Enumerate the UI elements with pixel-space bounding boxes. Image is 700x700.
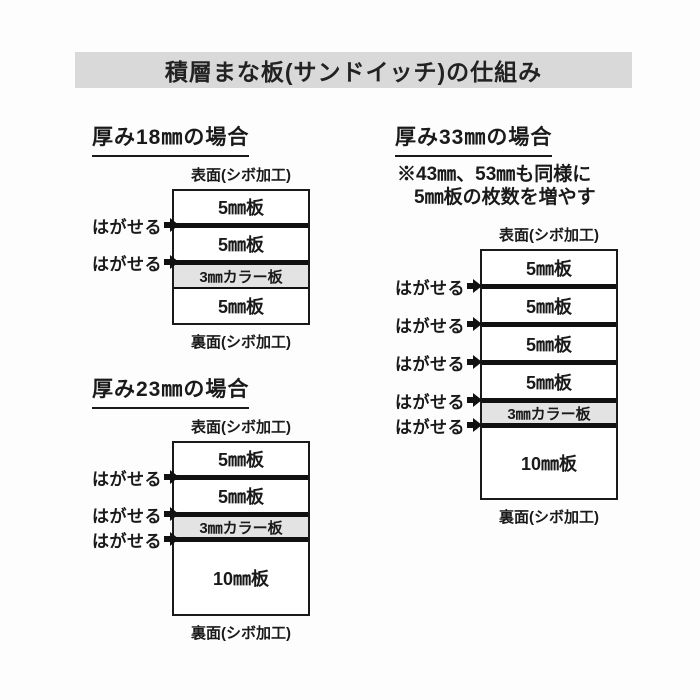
peel-label: はがせる — [395, 278, 465, 298]
peel-label: はがせる — [395, 354, 465, 374]
right-arrow-icon — [164, 532, 179, 546]
layer-board: 5㎜板 — [174, 480, 308, 512]
peel-arrow: はがせる — [92, 466, 179, 489]
layer-color-board: 3㎜カラー板 — [174, 517, 308, 537]
right-arrow-icon — [164, 470, 179, 484]
peel-label: はがせる — [92, 531, 162, 551]
right-arrow-icon — [164, 218, 179, 232]
layer-board: 10㎜板 — [482, 428, 616, 498]
peel-label: はがせる — [92, 506, 162, 526]
heading-33mm: 厚み33㎜の場合 — [395, 121, 553, 157]
peel-arrow: はがせる — [92, 503, 179, 526]
right-arrow-icon — [467, 393, 482, 407]
peel-label: はがせる — [92, 217, 162, 237]
layer-color-board: 3㎜カラー板 — [482, 403, 616, 423]
back-surface-label: 裏面(シボ加工) — [191, 625, 291, 642]
diagram-18mm: 表面(シボ加工) 5㎜板 5㎜板 3㎜カラー板 5㎜板 裏面(シボ加工) はがせ… — [92, 164, 322, 353]
right-arrow-icon — [467, 317, 482, 331]
front-surface-label: 表面(シボ加工) — [191, 419, 291, 436]
peel-divider — [482, 322, 616, 327]
layer-board: 5㎜板 — [482, 251, 616, 284]
layer-board: 5㎜板 — [174, 228, 308, 260]
board-stack-18mm: 5㎜板 5㎜板 3㎜カラー板 5㎜板 — [172, 189, 310, 325]
layer-board: 5㎜板 — [482, 327, 616, 360]
back-surface-label: 裏面(シボ加工) — [191, 334, 291, 351]
peel-label: はがせる — [395, 417, 465, 437]
heading-18mm: 厚み18㎜の場合 — [92, 121, 250, 157]
peel-label: はがせる — [92, 254, 162, 274]
peel-divider — [174, 223, 308, 228]
layer-board: 5㎜板 — [174, 289, 308, 323]
note-33mm: ※43㎜、53㎜も同様に 5㎜板の枚数を増やす — [397, 163, 596, 209]
layer-board: 10㎜板 — [174, 542, 308, 614]
back-surface-label: 裏面(シボ加工) — [499, 509, 599, 526]
layer-board: 5㎜板 — [174, 443, 308, 475]
board-stack-33mm: 5㎜板 5㎜板 5㎜板 5㎜板 3㎜カラー板 10㎜板 — [480, 249, 618, 500]
bond-divider — [174, 287, 308, 289]
layer-board: 5㎜板 — [482, 365, 616, 398]
peel-divider — [174, 260, 308, 265]
peel-arrow: はがせる — [395, 313, 482, 336]
peel-arrow: はがせる — [92, 214, 179, 237]
right-arrow-icon — [164, 255, 179, 269]
diagram-23mm: 表面(シボ加工) 5㎜板 5㎜板 3㎜カラー板 10㎜板 裏面(シボ加工) はが… — [92, 416, 322, 644]
peel-arrow: はがせる — [395, 414, 482, 437]
peel-divider — [174, 475, 308, 480]
peel-arrow: はがせる — [395, 275, 482, 298]
diagram-33mm: 表面(シボ加工) 5㎜板 5㎜板 5㎜板 5㎜板 3㎜カラー板 10㎜板 裏面(… — [395, 224, 625, 528]
peel-arrow: はがせる — [395, 389, 482, 412]
layer-board: 5㎜板 — [174, 191, 308, 223]
heading-23mm: 厚み23㎜の場合 — [92, 373, 250, 409]
peel-divider — [482, 284, 616, 289]
peel-label: はがせる — [92, 469, 162, 489]
peel-divider — [482, 398, 616, 403]
layer-board: 5㎜板 — [482, 289, 616, 322]
peel-label: はがせる — [395, 392, 465, 412]
board-stack-23mm: 5㎜板 5㎜板 3㎜カラー板 10㎜板 — [172, 441, 310, 616]
front-surface-label: 表面(シボ加工) — [191, 167, 291, 184]
right-arrow-icon — [467, 418, 482, 432]
peel-divider — [174, 537, 308, 542]
peel-arrow: はがせる — [92, 528, 179, 551]
layer-color-board: 3㎜カラー板 — [174, 265, 308, 287]
peel-divider — [174, 512, 308, 517]
note-line-2: 5㎜板の枚数を増やす — [414, 187, 596, 208]
right-arrow-icon — [467, 355, 482, 369]
front-surface-label: 表面(シボ加工) — [499, 227, 599, 244]
right-arrow-icon — [164, 507, 179, 521]
peel-divider — [482, 423, 616, 428]
page-title: 積層まな板(サンドイッチ)の仕組み — [75, 52, 632, 88]
peel-arrow: はがせる — [92, 251, 179, 274]
right-arrow-icon — [467, 279, 482, 293]
peel-label: はがせる — [395, 316, 465, 336]
peel-divider — [482, 360, 616, 365]
peel-arrow: はがせる — [395, 351, 482, 374]
note-line-1: ※43㎜、53㎜も同様に — [397, 164, 592, 185]
